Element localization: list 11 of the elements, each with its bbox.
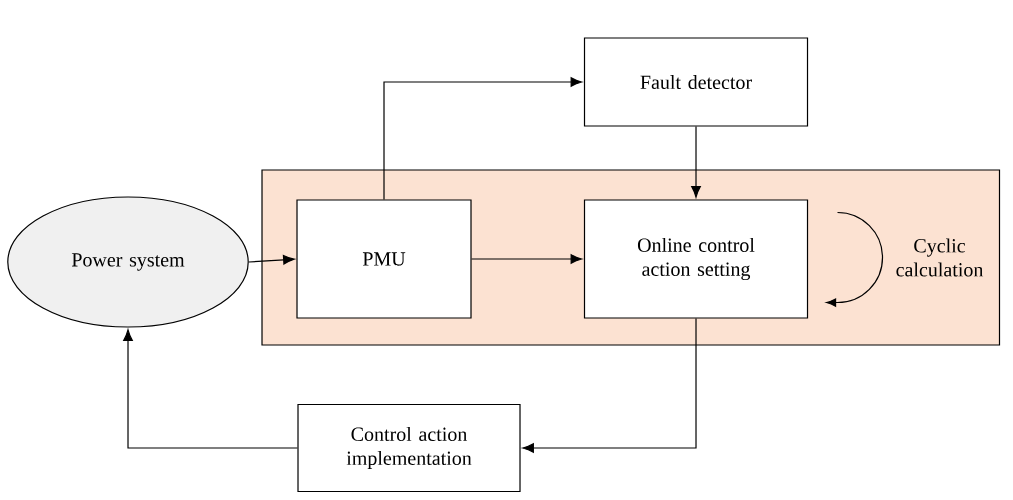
arrow xyxy=(471,254,583,264)
process-box: Fault detector xyxy=(583,37,809,127)
arrow xyxy=(248,254,295,265)
arrow xyxy=(383,77,583,200)
arrow xyxy=(691,126,701,198)
ellipse-node: Power system xyxy=(7,196,249,328)
process-box: Online control action setting xyxy=(583,199,809,319)
process-box: PMU xyxy=(296,199,472,319)
process-box: Control action implementation xyxy=(297,403,521,493)
arrow xyxy=(522,318,697,453)
arrow xyxy=(123,329,298,449)
